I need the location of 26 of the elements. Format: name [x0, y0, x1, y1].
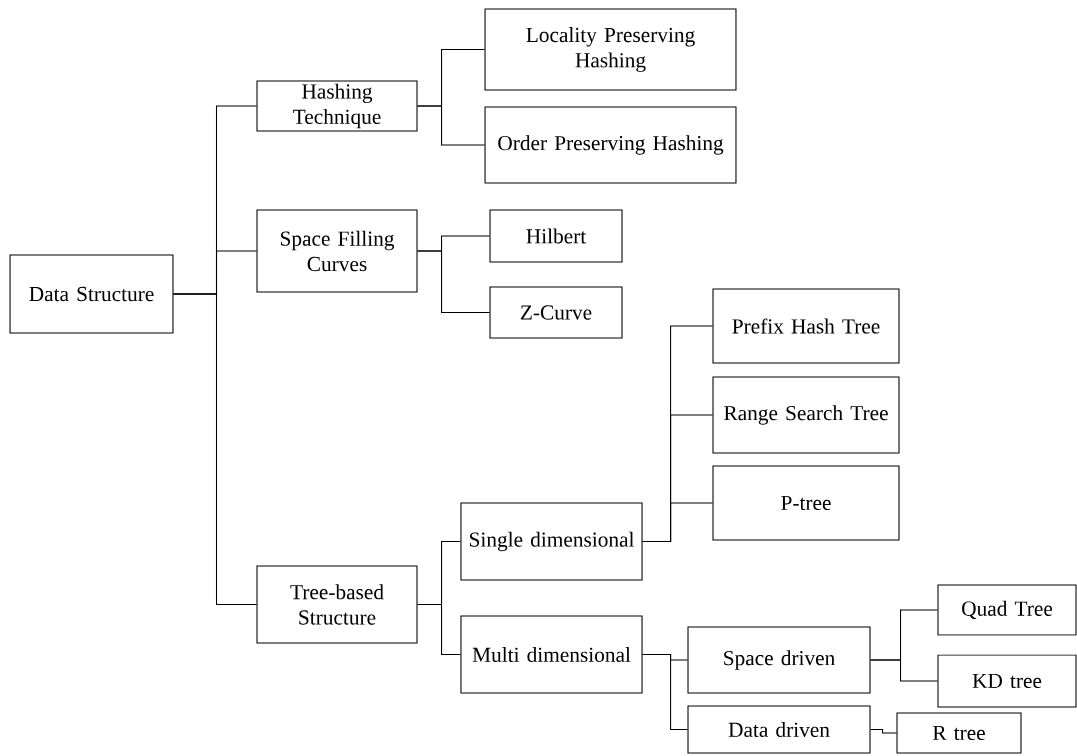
connector-line	[870, 728, 897, 734]
category-box: KD tree	[937, 654, 1077, 708]
category-box: Z-Curve	[489, 286, 623, 339]
category-box: Space driven	[687, 626, 871, 694]
category-box: Hashing Technique	[256, 80, 418, 132]
category-box: Prefix Hash Tree	[712, 288, 900, 364]
category-box: Locality Preserving Hashing	[484, 8, 737, 91]
category-box: Hilbert	[489, 209, 623, 263]
category-box: Single dimensional	[460, 502, 643, 581]
category-box: Range Search Tree	[712, 376, 900, 454]
connector-line	[417, 105, 486, 146]
category-box: Data driven	[687, 705, 871, 754]
category-box: P-tree	[712, 465, 900, 541]
connector-line	[870, 659, 938, 682]
category-box: Quad Tree	[937, 584, 1077, 636]
connector-line	[417, 250, 490, 314]
category-box: Space Filling Curves	[256, 209, 418, 293]
connector-line	[642, 502, 713, 543]
connector-line	[642, 653, 688, 731]
category-box: R tree	[896, 712, 1022, 754]
connector-line	[417, 603, 461, 656]
category-box: Data Structure	[9, 254, 174, 334]
category-box: Tree-based Structure	[256, 565, 418, 644]
category-box: Order Preserving Hashing	[484, 106, 737, 184]
category-box: Multi dimensional	[460, 615, 643, 694]
connector-line	[172, 293, 257, 606]
